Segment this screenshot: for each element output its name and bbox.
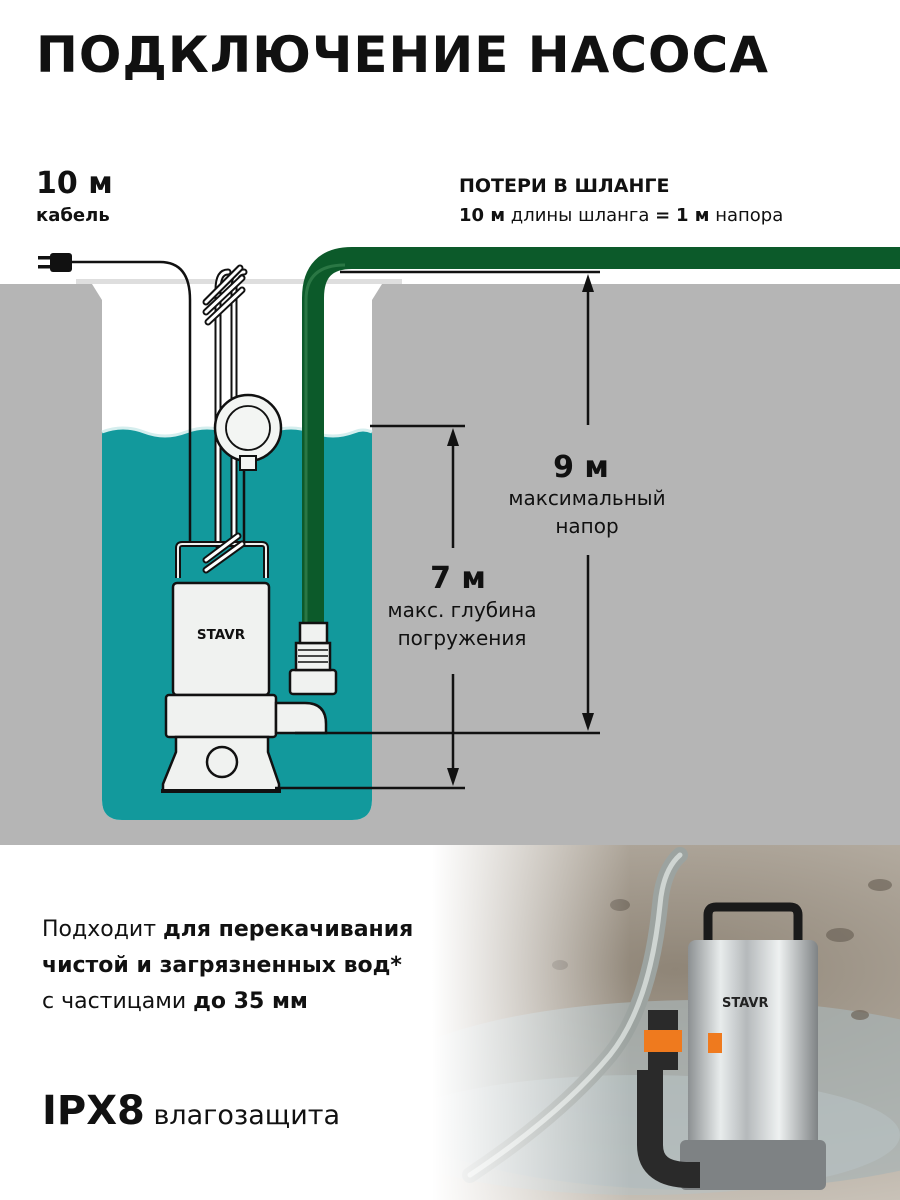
max-depth-value: 7 м: [430, 561, 486, 596]
hose-highlight: [304, 263, 346, 626]
cable-length-value: 10 м: [36, 166, 113, 201]
hose-loss-heading: ПОТЕРИ В ШЛАНГЕ: [459, 175, 669, 197]
pump-connection-diagram: STAVR 10 м кабель ПОТЕРИ В ШЛАНГЕ 10 м д…: [0, 166, 900, 845]
max-depth-label-line1: макс. глубина: [388, 598, 537, 622]
pump-icon: [161, 532, 338, 793]
max-head-label-line2: напор: [555, 514, 618, 538]
usage-description: Подходит для перекачивания чистой и загр…: [42, 917, 414, 1014]
max-head-label-line1: максимальный: [508, 486, 665, 510]
page-title: ПОДКЛЮЧЕНИЕ НАСОСА: [36, 26, 769, 84]
protection-text: влагозащита: [144, 1100, 341, 1131]
max-head-dimension: [295, 270, 600, 735]
power-cable: [70, 260, 192, 545]
pump-brand-label: STAVR: [197, 627, 246, 643]
max-depth-label-line2: погружения: [398, 626, 527, 650]
hose-loss-text: 10 м длины шланга = 1 м напора: [459, 205, 783, 226]
max-depth-dimension: [275, 424, 465, 790]
cable-length-label: кабель: [36, 205, 110, 226]
float-switch-icon: [202, 264, 283, 549]
max-head-value: 9 м: [553, 450, 609, 485]
product-photo: STAVR: [0, 845, 900, 1200]
protection-rating: IPX8 влагозащита: [42, 1088, 340, 1134]
protection-code: IPX8: [42, 1088, 145, 1134]
plug-icon: [38, 253, 72, 272]
